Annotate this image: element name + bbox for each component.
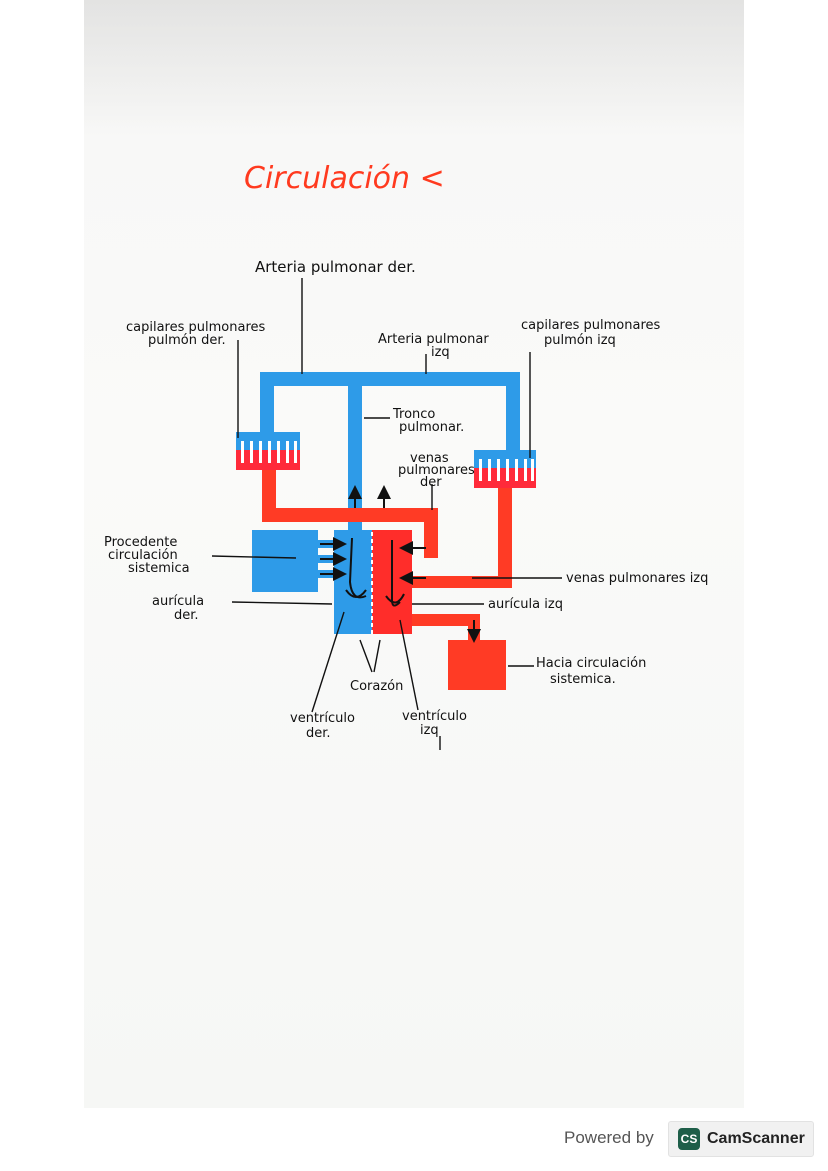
right-heart xyxy=(334,530,372,634)
label-procedente-line3: sistemica xyxy=(128,561,190,576)
flow-arrows xyxy=(320,485,481,643)
pulmonary-artery-top xyxy=(260,372,520,386)
label-arteria-pulmonar-izq-line1: Arteria pulmonar xyxy=(378,332,489,347)
pulmonary-vein-right-across xyxy=(262,508,438,522)
label-ventriculo-der-line1: ventrículo xyxy=(290,711,355,726)
pulmonary-vein-right-into-heart xyxy=(424,508,438,558)
label-tronco-line2: pulmonar. xyxy=(399,420,464,435)
leader-lines xyxy=(211,278,562,750)
paper-shadow xyxy=(84,0,744,140)
systemic-return-block xyxy=(252,530,336,592)
pulmonary-vein-right-down xyxy=(262,470,276,518)
label-procedente-line2: circulación xyxy=(108,548,178,563)
camscanner-logo-icon: CS xyxy=(678,1128,700,1150)
label-corazon: Corazón xyxy=(350,679,403,694)
label-auricula-der-line1: aurícula xyxy=(152,594,204,609)
label-capilares-der-line2: pulmón der. xyxy=(148,333,226,348)
label-capilares-izq-line1: capilares pulmonares xyxy=(521,318,661,333)
systemic-outflow-block xyxy=(448,640,506,690)
label-arteria-pulmonar-der: Arteria pulmonar der. xyxy=(255,258,416,276)
label-venas-der-line3: der xyxy=(420,475,442,490)
label-ventriculo-der-line2: der. xyxy=(306,726,331,741)
heart xyxy=(334,530,412,634)
camscanner-brand: CamScanner xyxy=(707,1130,805,1147)
capillaries-left-lung xyxy=(474,450,536,488)
aorta-horizontal xyxy=(408,614,480,626)
page-title: Circulación < xyxy=(244,161,445,196)
label-venas-der-line2: pulmonares xyxy=(398,463,475,478)
label-ventriculo-izq-line1: ventrículo xyxy=(402,709,467,724)
capillaries-right-lung xyxy=(236,432,300,470)
paper-sheet xyxy=(84,0,744,1108)
circulation-diagram: Circulación < xyxy=(104,161,708,750)
label-auricula-der-line2: der. xyxy=(174,608,199,623)
label-auricula-izq: aurícula izq xyxy=(488,597,563,612)
pulmonary-artery-right-branch xyxy=(260,372,274,434)
label-capilares-der-line1: capilares pulmonares xyxy=(126,320,266,335)
label-arteria-pulmonar-izq-line2: izq xyxy=(431,345,450,360)
label-hacia-line1: Hacia circulación xyxy=(536,656,646,671)
label-procedente-line1: Procedente xyxy=(104,535,177,550)
label-venas-der-line1: venas xyxy=(410,451,449,466)
labels: Arteria pulmonar der. capilares pulmonar… xyxy=(104,258,708,741)
label-hacia-line2: sistemica. xyxy=(550,672,616,687)
label-tronco-line1: Tronco xyxy=(392,407,435,422)
camscanner-badge[interactable]: CS CamScanner xyxy=(668,1121,814,1157)
label-capilares-izq-line2: pulmón izq xyxy=(544,333,616,348)
pulmonary-vein-left-across xyxy=(412,576,512,588)
pulmonary-vein-left-down xyxy=(498,488,512,588)
label-ventriculo-izq-line2: izq xyxy=(420,723,439,738)
pulmonary-artery-left-branch xyxy=(506,372,520,452)
label-venas-izq: venas pulmonares izq xyxy=(566,571,708,586)
powered-by-text: Powered by xyxy=(564,1128,654,1147)
